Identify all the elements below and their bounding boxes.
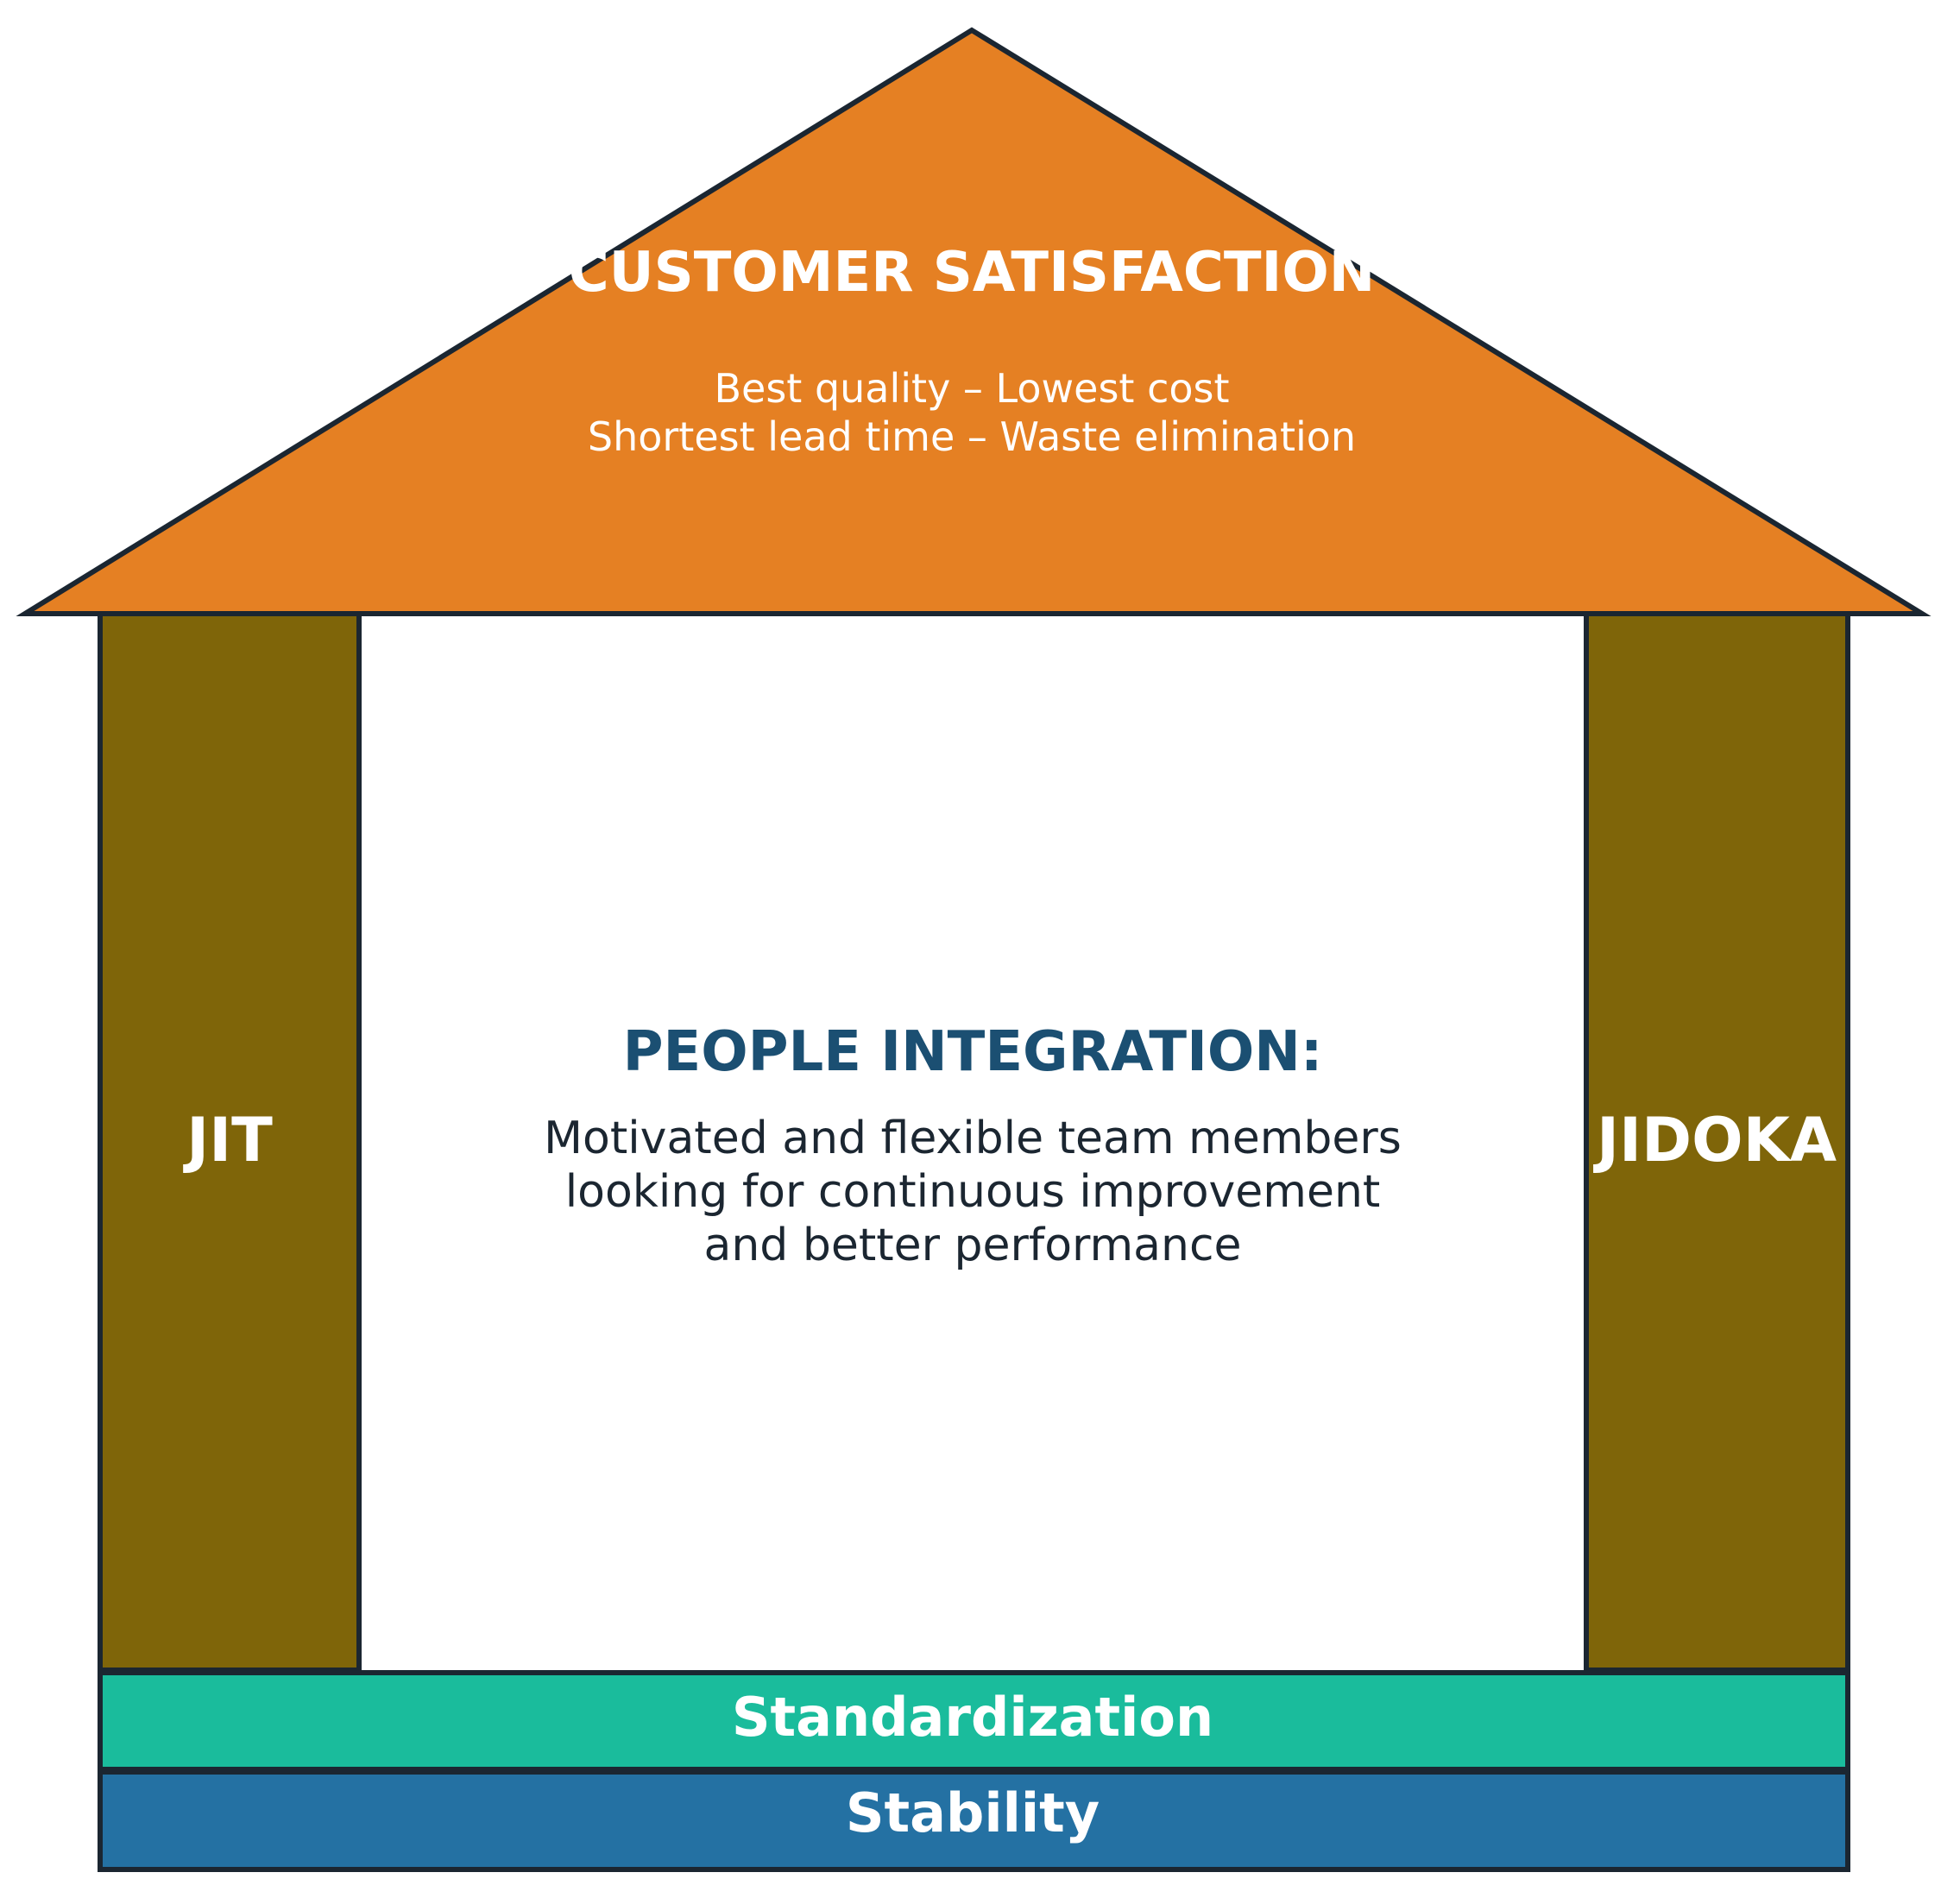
stability-band xyxy=(98,1769,1850,1872)
house-body xyxy=(98,611,1850,1872)
center-text-line-2: looking for continuous improvement xyxy=(565,1166,1381,1218)
standardization-band xyxy=(98,1670,1850,1772)
standardization-label: Standardization xyxy=(732,1686,1213,1749)
left-pillar xyxy=(98,611,362,1673)
center-title: PEOPLE INTEGRATION: xyxy=(623,1020,1323,1084)
right-pillar-label: JIDOKA xyxy=(1593,1105,1837,1176)
center-text-line-3: and better performance xyxy=(703,1220,1241,1271)
center-text-line-1: Motivated and flexible team members xyxy=(544,1113,1402,1164)
stability-label: Stability xyxy=(846,1781,1100,1844)
roof-subtitle-line-2: Shortest lead time – Waste elimination xyxy=(588,413,1356,460)
roof-subtitle-line-1: Best quality – Lowest cost xyxy=(714,365,1229,412)
right-pillar xyxy=(1584,611,1850,1673)
roof-triangle xyxy=(16,27,1932,616)
roof-title: CUSTOMER SATISFACTION xyxy=(569,241,1376,305)
left-pillar-label: JIT xyxy=(183,1105,273,1176)
